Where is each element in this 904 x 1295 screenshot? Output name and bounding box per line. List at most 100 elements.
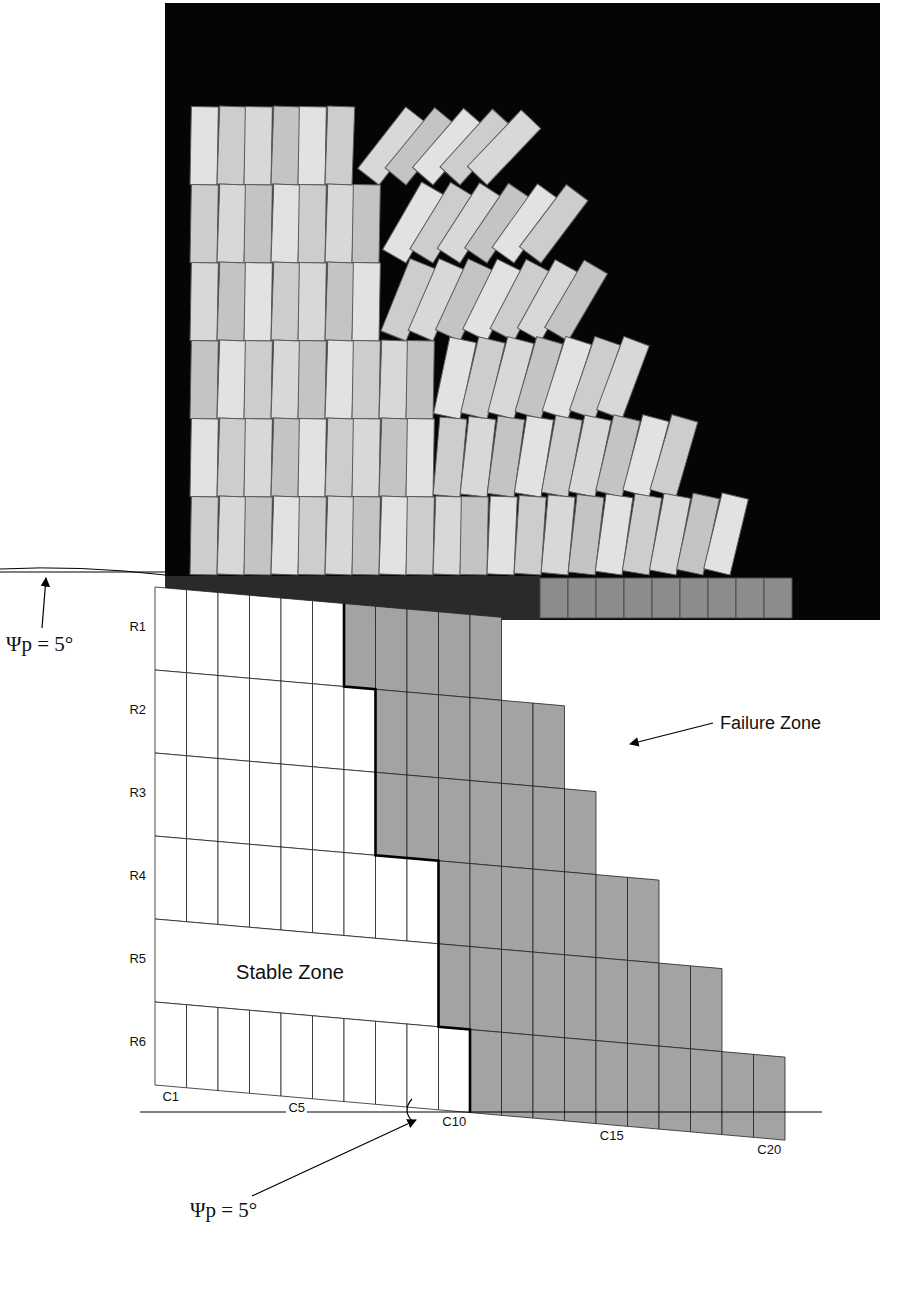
reference-line [140,1111,822,1112]
block-cell [155,836,187,922]
toy-block [352,497,380,575]
toy-block [406,341,434,419]
toy-block [271,496,301,575]
base-block [764,578,792,618]
toy-block [352,419,380,497]
toy-block [298,263,326,341]
block-cell [250,761,282,847]
block-cell [691,1049,723,1135]
block-cell [250,595,282,681]
block-cell [533,869,565,955]
block-cell [313,767,345,853]
block-cell [439,778,471,864]
block-cell [344,770,376,856]
row-label: R4 [129,869,146,884]
base-block [624,578,652,618]
toy-block [325,340,355,419]
toy-block [244,185,272,263]
block-cell [281,598,313,684]
block-cell [754,1054,786,1140]
toy-block [352,185,380,263]
toy-block [271,184,301,263]
block-cell [533,1035,565,1121]
toy-block [597,336,649,419]
block-cell [407,1024,439,1110]
toy-block [460,497,488,575]
toy-block [217,496,247,575]
toy-block [325,106,355,185]
block-cell [596,958,628,1044]
block-cell [187,673,219,759]
block-cell [281,681,313,767]
block-cell [313,601,345,687]
toy-block [271,340,301,419]
toy-block [244,497,272,575]
block-cell [218,759,250,845]
block-cell [565,1038,597,1124]
block-cell [533,703,565,789]
leader-arrow [42,578,46,628]
toy-block [244,341,272,419]
row-label: R3 [129,786,146,801]
block-cell [502,949,534,1035]
block-cell [439,1027,471,1113]
toy-block [704,493,749,575]
toy-block [514,495,546,575]
toy-block [352,263,380,341]
toy-block [244,419,272,497]
block-cell [218,1008,250,1094]
block-cell [407,775,439,861]
toy-block [519,184,588,263]
block-cell [376,1021,408,1107]
block-cell [218,593,250,679]
base-block [708,578,736,618]
base-block [736,578,764,618]
base-line [0,568,165,575]
toy-block [650,415,698,497]
toy-block [190,341,218,419]
block-cell [407,692,439,778]
block-cell [187,1005,219,1091]
block-cell [691,966,723,1052]
block-cell [376,772,408,858]
toy-block [190,185,218,263]
toy-block [545,260,608,341]
row-label: R1 [129,620,146,635]
block-cell [187,590,219,676]
toy-block [379,496,409,575]
block-cell [313,1016,345,1102]
toy-block [244,263,272,341]
toy-block [467,110,540,185]
column-label: C15 [598,1129,626,1144]
toy-block [298,107,326,185]
toy-block [487,496,517,575]
block-cell [376,606,408,692]
toy-block [217,340,247,419]
zone-label: Stable Zone [236,961,344,984]
toy-block [352,341,380,419]
block-cell [659,963,691,1049]
toy-block [217,106,247,185]
block-cell [250,678,282,764]
toy-block [190,263,218,341]
block-cell [502,700,534,786]
column-label: C10 [440,1115,468,1130]
leader-arrow [252,1120,416,1196]
block-cell [628,877,660,963]
block-cell [439,612,471,698]
zone-label: Failure Zone [718,713,823,734]
toy-block [406,497,434,575]
toy-block [271,418,301,497]
block-cell [628,960,660,1046]
block-cell [218,842,250,928]
toy-block [217,262,247,341]
toy-block [406,419,434,497]
block-cell [659,1046,691,1132]
block-cell [344,604,376,690]
row-label: R2 [129,703,146,718]
block-cell [313,850,345,936]
block-cell [155,587,187,673]
block-cell [281,1013,313,1099]
toy-block [298,419,326,497]
